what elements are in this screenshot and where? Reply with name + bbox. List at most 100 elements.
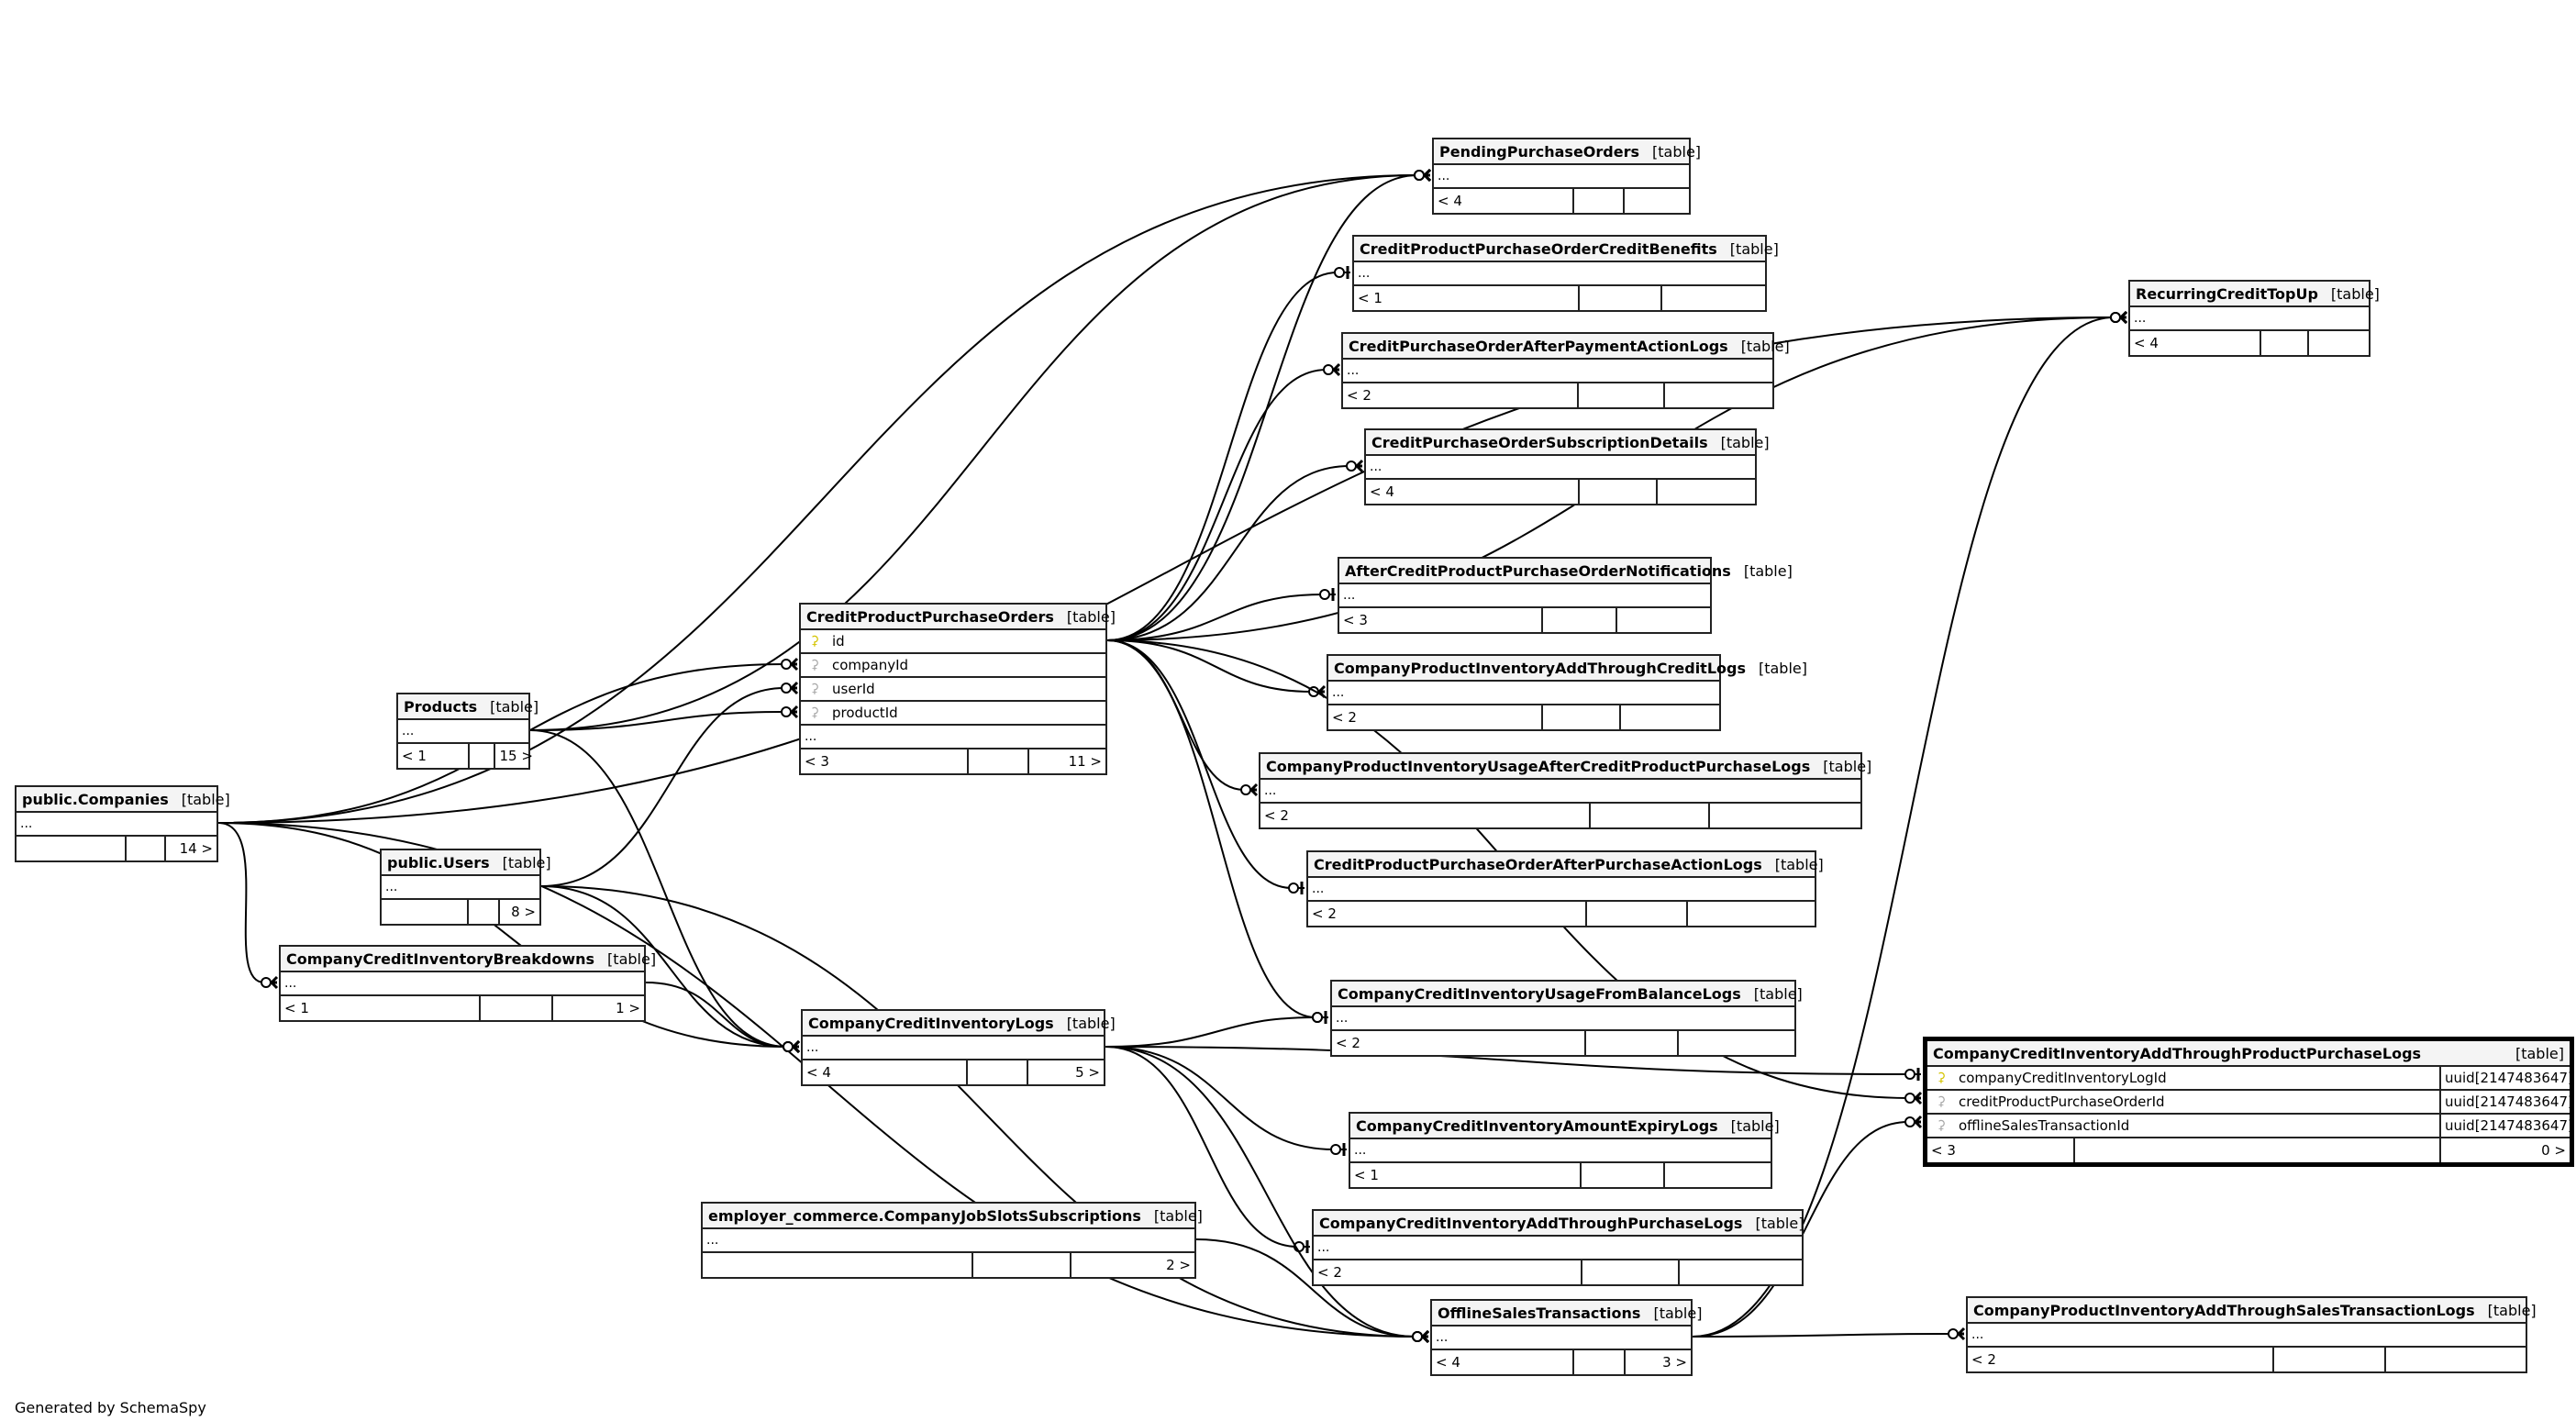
column-row[interactable]: ⚳ companyId — [801, 654, 1105, 678]
table-name[interactable]: AfterCreditProductPurchaseOrderNotificat… — [1345, 561, 1731, 580]
relationship-edge[interactable] — [540, 885, 799, 1048]
table-name[interactable]: public.Companies — [22, 790, 169, 808]
parents-link[interactable] — [703, 1253, 973, 1277]
table-header[interactable]: CompanyProductInventoryAddThroughCreditL… — [1328, 656, 1807, 682]
table-name[interactable]: CreditPurchaseOrderAfterPaymentActionLog… — [1349, 337, 1728, 355]
children-link[interactable]: 2 > — [1166, 1257, 1191, 1273]
table-users[interactable]: public.Users [table] ... 8 > — [380, 849, 551, 926]
table-ccil[interactable]: CompanyCreditInventoryLogs [table] ... <… — [801, 1009, 1116, 1086]
table-name[interactable]: Products — [404, 697, 478, 716]
relationship-edge[interactable] — [1106, 639, 1328, 1018]
table-cciael[interactable]: CompanyCreditInventoryAmountExpiryLogs [… — [1349, 1112, 1780, 1189]
parents-link[interactable]: < 2 — [1328, 705, 1544, 729]
table-ppo[interactable]: PendingPurchaseOrders [table] ... < 4 — [1432, 138, 1701, 215]
parents-link[interactable]: < 3 — [801, 749, 969, 773]
parents-link[interactable]: < 2 — [1308, 902, 1587, 926]
children-link[interactable] — [1617, 608, 1710, 632]
table-name[interactable]: CompanyCreditInventoryUsageFromBalanceLo… — [1338, 984, 1741, 1003]
children-link[interactable]: 1 > — [616, 1000, 640, 1016]
column-row[interactable]: ⚳ id — [801, 630, 1105, 654]
relationship-edge[interactable] — [1106, 174, 1430, 641]
table-rctu[interactable]: RecurringCreditTopUp [table] ... < 4 — [2128, 280, 2380, 357]
parents-link[interactable]: < 2 — [1968, 1348, 2275, 1371]
table-cposd[interactable]: CreditPurchaseOrderSubscriptionDetails [… — [1364, 428, 1770, 505]
table-name[interactable]: CompanyCreditInventoryBreakdowns — [286, 949, 595, 968]
table-ost[interactable]: OfflineSalesTransactions [table] ... < 4… — [1430, 1299, 1702, 1376]
children-link[interactable] — [1621, 705, 1719, 729]
table-name[interactable]: CompanyCreditInventoryAmountExpiryLogs — [1356, 1116, 1718, 1135]
table-cciufbl[interactable]: CompanyCreditInventoryUsageFromBalanceLo… — [1330, 980, 1803, 1057]
relationship-edge[interactable] — [1106, 272, 1350, 641]
table-cpiatstl[interactable]: CompanyProductInventoryAddThroughSalesTr… — [1966, 1296, 2537, 1373]
children-link[interactable] — [2309, 331, 2369, 355]
parents-link[interactable]: < 4 — [2130, 331, 2261, 355]
parents-link[interactable]: < 2 — [1332, 1031, 1587, 1055]
children-link[interactable]: 14 > — [179, 840, 213, 857]
parents-link[interactable]: < 1 — [398, 744, 471, 768]
relationship-edge[interactable] — [540, 885, 1428, 1338]
table-cpoapal[interactable]: CreditPurchaseOrderAfterPaymentActionLog… — [1341, 332, 1790, 409]
table-header[interactable]: CompanyCreditInventoryAddThroughPurchase… — [1314, 1211, 1804, 1237]
table-cppocb[interactable]: CreditProductPurchaseOrderCreditBenefits… — [1352, 235, 1779, 312]
parents-link[interactable]: < 1 — [281, 996, 481, 1020]
table-cppo[interactable]: CreditProductPurchaseOrders [table] ⚳ id… — [799, 603, 1116, 775]
relationship-edge[interactable] — [1106, 639, 1325, 693]
table-name[interactable]: CompanyCreditInventoryAddThroughProductP… — [1933, 1044, 2422, 1062]
children-link[interactable] — [1679, 1031, 1794, 1055]
children-link[interactable] — [1665, 383, 1772, 407]
relationship-edge[interactable] — [1106, 594, 1336, 641]
relationship-edge[interactable] — [1106, 639, 1257, 791]
column-row[interactable]: ⚳ userId — [801, 678, 1105, 702]
children-link[interactable] — [1710, 804, 1860, 827]
parents-link[interactable]: < 1 — [1350, 1163, 1582, 1187]
parents-link[interactable]: < 2 — [1343, 383, 1580, 407]
table-header[interactable]: RecurringCreditTopUp [table] — [2130, 282, 2380, 307]
children-link[interactable] — [2386, 1348, 2526, 1371]
table-cciatppl[interactable]: CompanyCreditInventoryAddThroughProductP… — [1923, 1037, 2574, 1167]
table-header[interactable]: CompanyCreditInventoryBreakdowns [table] — [281, 947, 656, 972]
children-link[interactable] — [1625, 189, 1689, 213]
parents-link[interactable]: < 4 — [1432, 1350, 1575, 1374]
table-products[interactable]: Products [table] ... < 1 15 > — [396, 693, 539, 770]
table-name[interactable]: CreditProductPurchaseOrders — [806, 607, 1054, 626]
table-name[interactable]: PendingPurchaseOrders — [1439, 142, 1640, 161]
relationship-edge[interactable] — [529, 711, 797, 731]
relationship-edge[interactable] — [1106, 369, 1339, 641]
table-header[interactable]: CreditProductPurchaseOrders [table] — [801, 605, 1116, 630]
table-companies[interactable]: public.Companies [table] ... 14 > — [15, 785, 230, 862]
children-link[interactable]: 5 > — [1075, 1064, 1100, 1081]
table-header[interactable]: CreditPurchaseOrderAfterPaymentActionLog… — [1343, 334, 1790, 360]
parents-link[interactable]: < 4 — [1366, 480, 1581, 504]
table-header[interactable]: CreditProductPurchaseOrderCreditBenefits… — [1354, 237, 1779, 262]
table-header[interactable]: CompanyProductInventoryAddThroughSalesTr… — [1968, 1298, 2537, 1324]
table-name[interactable]: CreditPurchaseOrderSubscriptionDetails — [1371, 433, 1708, 451]
table-header[interactable]: CompanyProductInventoryUsageAfterCreditP… — [1260, 754, 1871, 780]
relationship-edge[interactable] — [529, 729, 799, 1048]
relationship-edge[interactable] — [529, 174, 1430, 731]
column-row[interactable]: ⚳ creditProductPurchaseOrderId uuid[2147… — [1927, 1091, 2573, 1115]
children-link[interactable] — [1662, 286, 1765, 310]
relationship-edge[interactable] — [217, 822, 799, 1048]
children-link[interactable]: 11 > — [1068, 753, 1102, 770]
relationship-edge[interactable] — [1106, 465, 1362, 641]
relationship-edge[interactable] — [1105, 1016, 1328, 1048]
table-header[interactable]: AfterCreditProductPurchaseOrderNotificat… — [1339, 559, 1793, 584]
table-name[interactable]: CompanyProductInventoryAddThroughCreditL… — [1334, 659, 1746, 677]
parents-link[interactable] — [382, 900, 469, 924]
children-link[interactable] — [1665, 1163, 1771, 1187]
table-ccib[interactable]: CompanyCreditInventoryBreakdowns [table]… — [279, 945, 656, 1022]
parents-link[interactable]: < 2 — [1260, 804, 1591, 827]
table-name[interactable]: public.Users — [387, 853, 490, 871]
table-name[interactable]: CreditProductPurchaseOrderCreditBenefits — [1360, 239, 1717, 258]
column-row[interactable]: ⚳ offlineSalesTransactionId uuid[2147483… — [1927, 1115, 2573, 1138]
relationship-edge[interactable] — [1105, 1046, 1428, 1338]
parents-link[interactable]: < 3 — [1339, 608, 1544, 632]
table-header[interactable]: Products [table] — [398, 694, 539, 720]
table-header[interactable]: CreditProductPurchaseOrderAfterPurchaseA… — [1308, 852, 1824, 878]
table-header[interactable]: PendingPurchaseOrders [table] — [1434, 139, 1701, 165]
column-row[interactable]: ⚳ companyCreditInventoryLogId uuid[21474… — [1927, 1067, 2573, 1091]
relationship-edge[interactable] — [1105, 1046, 1921, 1075]
children-link[interactable]: 3 > — [1662, 1354, 1687, 1371]
table-header[interactable]: OfflineSalesTransactions [table] — [1432, 1301, 1702, 1327]
table-cpiatcl[interactable]: CompanyProductInventoryAddThroughCreditL… — [1327, 654, 1807, 731]
